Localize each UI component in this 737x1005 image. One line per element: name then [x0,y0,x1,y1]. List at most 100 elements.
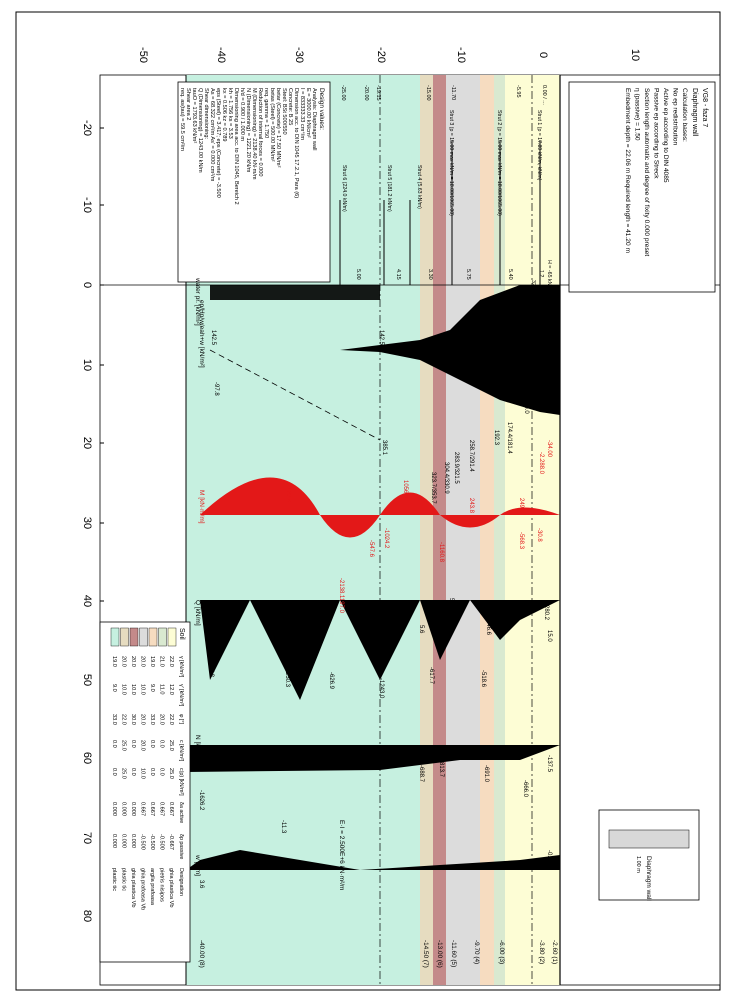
title-line: η (passive) = 1.50 [634,88,641,141]
ep-value: 323.7/353.7 [430,472,436,504]
wall-section-swatch [608,829,690,849]
soil-cell: 0.000 [121,802,127,816]
design-line: Concrete: B 25 [287,88,293,125]
soil-cell: ghia prafoasa Vb [140,868,146,910]
diagram-title: Q [kN/m] [194,600,201,626]
moment-value: 1056.9 [402,480,408,499]
design-line: tauO = 1793.63 kN/m² [191,88,197,143]
soil-cell: 0.667 [159,802,165,816]
soil-cell: 20.0 [140,656,146,667]
design-line: kx = 0.506 kz = 0.789 [221,88,227,142]
soil-cell: 0.000 [130,802,136,816]
ep-value: 20.0 [523,402,529,414]
ep-value: (-6.75) [538,318,544,336]
shear-value: 569.7 [380,600,386,616]
diagram-title: N [kN/m] [194,735,201,760]
ep-value: 3.0 [518,388,524,397]
diagram-labels: Strut 1 (p = 17.89 kN/m, kN/m)Strut 2 (p… [194,85,556,890]
title-line: No ep redistribution [672,88,679,146]
soil-cell: ghia plastica Vb [168,868,174,908]
diagram-title: water pr. [kN/m²] [194,277,201,326]
moment-value: -34.00 [546,440,552,458]
soil-cell: 20.0 [140,714,146,725]
moment-value: 1422.4 [285,484,291,503]
soil-cell: 0.0 [111,768,117,776]
shear-diagram [200,600,560,700]
deflection-value: -11.3 [280,820,286,834]
moment-value: -1024.2 [383,528,389,549]
soil-layer-6 [420,285,433,985]
soil-cell: 0.0 [149,768,155,776]
soil-cell: 10.0 [130,684,136,695]
water-pressure-diagram [210,285,380,300]
horizontal-tick-label: -10 [81,197,93,213]
left-value: 32.40 [530,280,536,293]
horizontal-tick-label: 60 [81,752,93,764]
diagram-title: ep/Hp/w/eah+w [kN/m²] [198,300,205,368]
horizontal-tick: 10 [81,359,93,371]
strut-depth: -5.95 [515,85,521,98]
soil-cell: 22.0 [168,656,174,667]
level-label: -6.00 (3) [498,940,505,964]
horizontal-tick-label: -20 [81,120,93,136]
soil-cell: 0.0 [111,740,117,748]
soil-cell: 0.0 [130,740,136,748]
soil-cell: 19.0 [111,656,117,667]
soil-swatch [148,627,158,647]
soil-header: Designation [178,868,184,896]
diagram-title: w [mm] [194,854,201,876]
horizontal-tick: 60 [81,752,93,764]
strut-label: Strut 2 (p = 15.00 max kN/m = 18.00/1065… [496,110,502,216]
design-line: eps (Steel) = 3.417; eps (Concrete) = -3… [215,88,221,198]
soil-cell: 20.0 [121,656,127,667]
moment-value: -30.8 [536,528,542,542]
shear-value: -122.9 [208,610,214,628]
soil-header: γ [kN/m³] [178,656,184,678]
diagram-title: E·I = 2.500E+6 kN·m²/m [338,820,345,890]
soil-cell: 25.0 [121,740,127,751]
horizontal-tick-label: 40 [81,595,93,607]
soil-layer-5-left [433,75,446,285]
level-labels: -2.60 (1)-3.80 (2)-6.00 (3)-9.70 (4)-11.… [198,940,558,968]
soil-cell: 22.0 [121,714,127,725]
design-line: M (Dimensioning) = 2138.40 kN·m/m [251,88,257,180]
span-length: 5.00 [355,269,361,280]
horizontal-tick: 80 [81,910,93,922]
shear-value: 280.2 [543,605,549,621]
ep-value: -97.8 [213,382,219,396]
soil-cell: 21.0 [159,656,165,667]
depth-tick-label: -40 [215,47,227,63]
span-length: 5.40 [507,269,513,280]
horizontal-tick-label: 30 [81,517,93,529]
depth-axis: 100-10-20-30-40-50 [137,47,641,63]
level-label: -14.50 (7) [422,940,429,968]
moment-diagram [200,477,560,538]
soil-cell: 0.000 [111,802,117,816]
depth-tick-label: -50 [137,47,149,63]
soil-cell: 20.0 [159,714,165,725]
left-value: H = -65 kN [546,260,552,286]
horizontal-tick: 70 [81,832,93,844]
soil-cell: 33.0 [149,714,155,725]
shear-value: 546.6 [485,620,491,636]
strut-depth: -15.00 [425,85,431,101]
soil-cell: 11.0 [159,684,165,694]
soil-cell: 19.0 [149,656,155,667]
normal-value: -688.7 [418,765,424,783]
soil-cell: 30.0 [130,714,136,725]
design-line: betas (Steel) = 500.00 MN/m² [269,88,275,162]
title-line: Active ep according to DIN 4085 [662,88,669,183]
soil-header: φ [°] [178,714,184,724]
shear-value: 1033.1 [438,608,444,627]
horizontal-tick-label: 10 [81,359,93,371]
soil-cell: 25.0 [121,768,127,779]
depth-tick: -50 [137,47,149,63]
moment-value: -568.3 [518,532,524,550]
soil-cell: 9.0 [111,684,117,692]
soil-cell: -0.500 [159,834,165,850]
moment-value: -1160.8 [438,542,444,563]
horizontal-tick: 0 [81,282,93,288]
legend-title: Diaphragm wall [645,856,652,901]
